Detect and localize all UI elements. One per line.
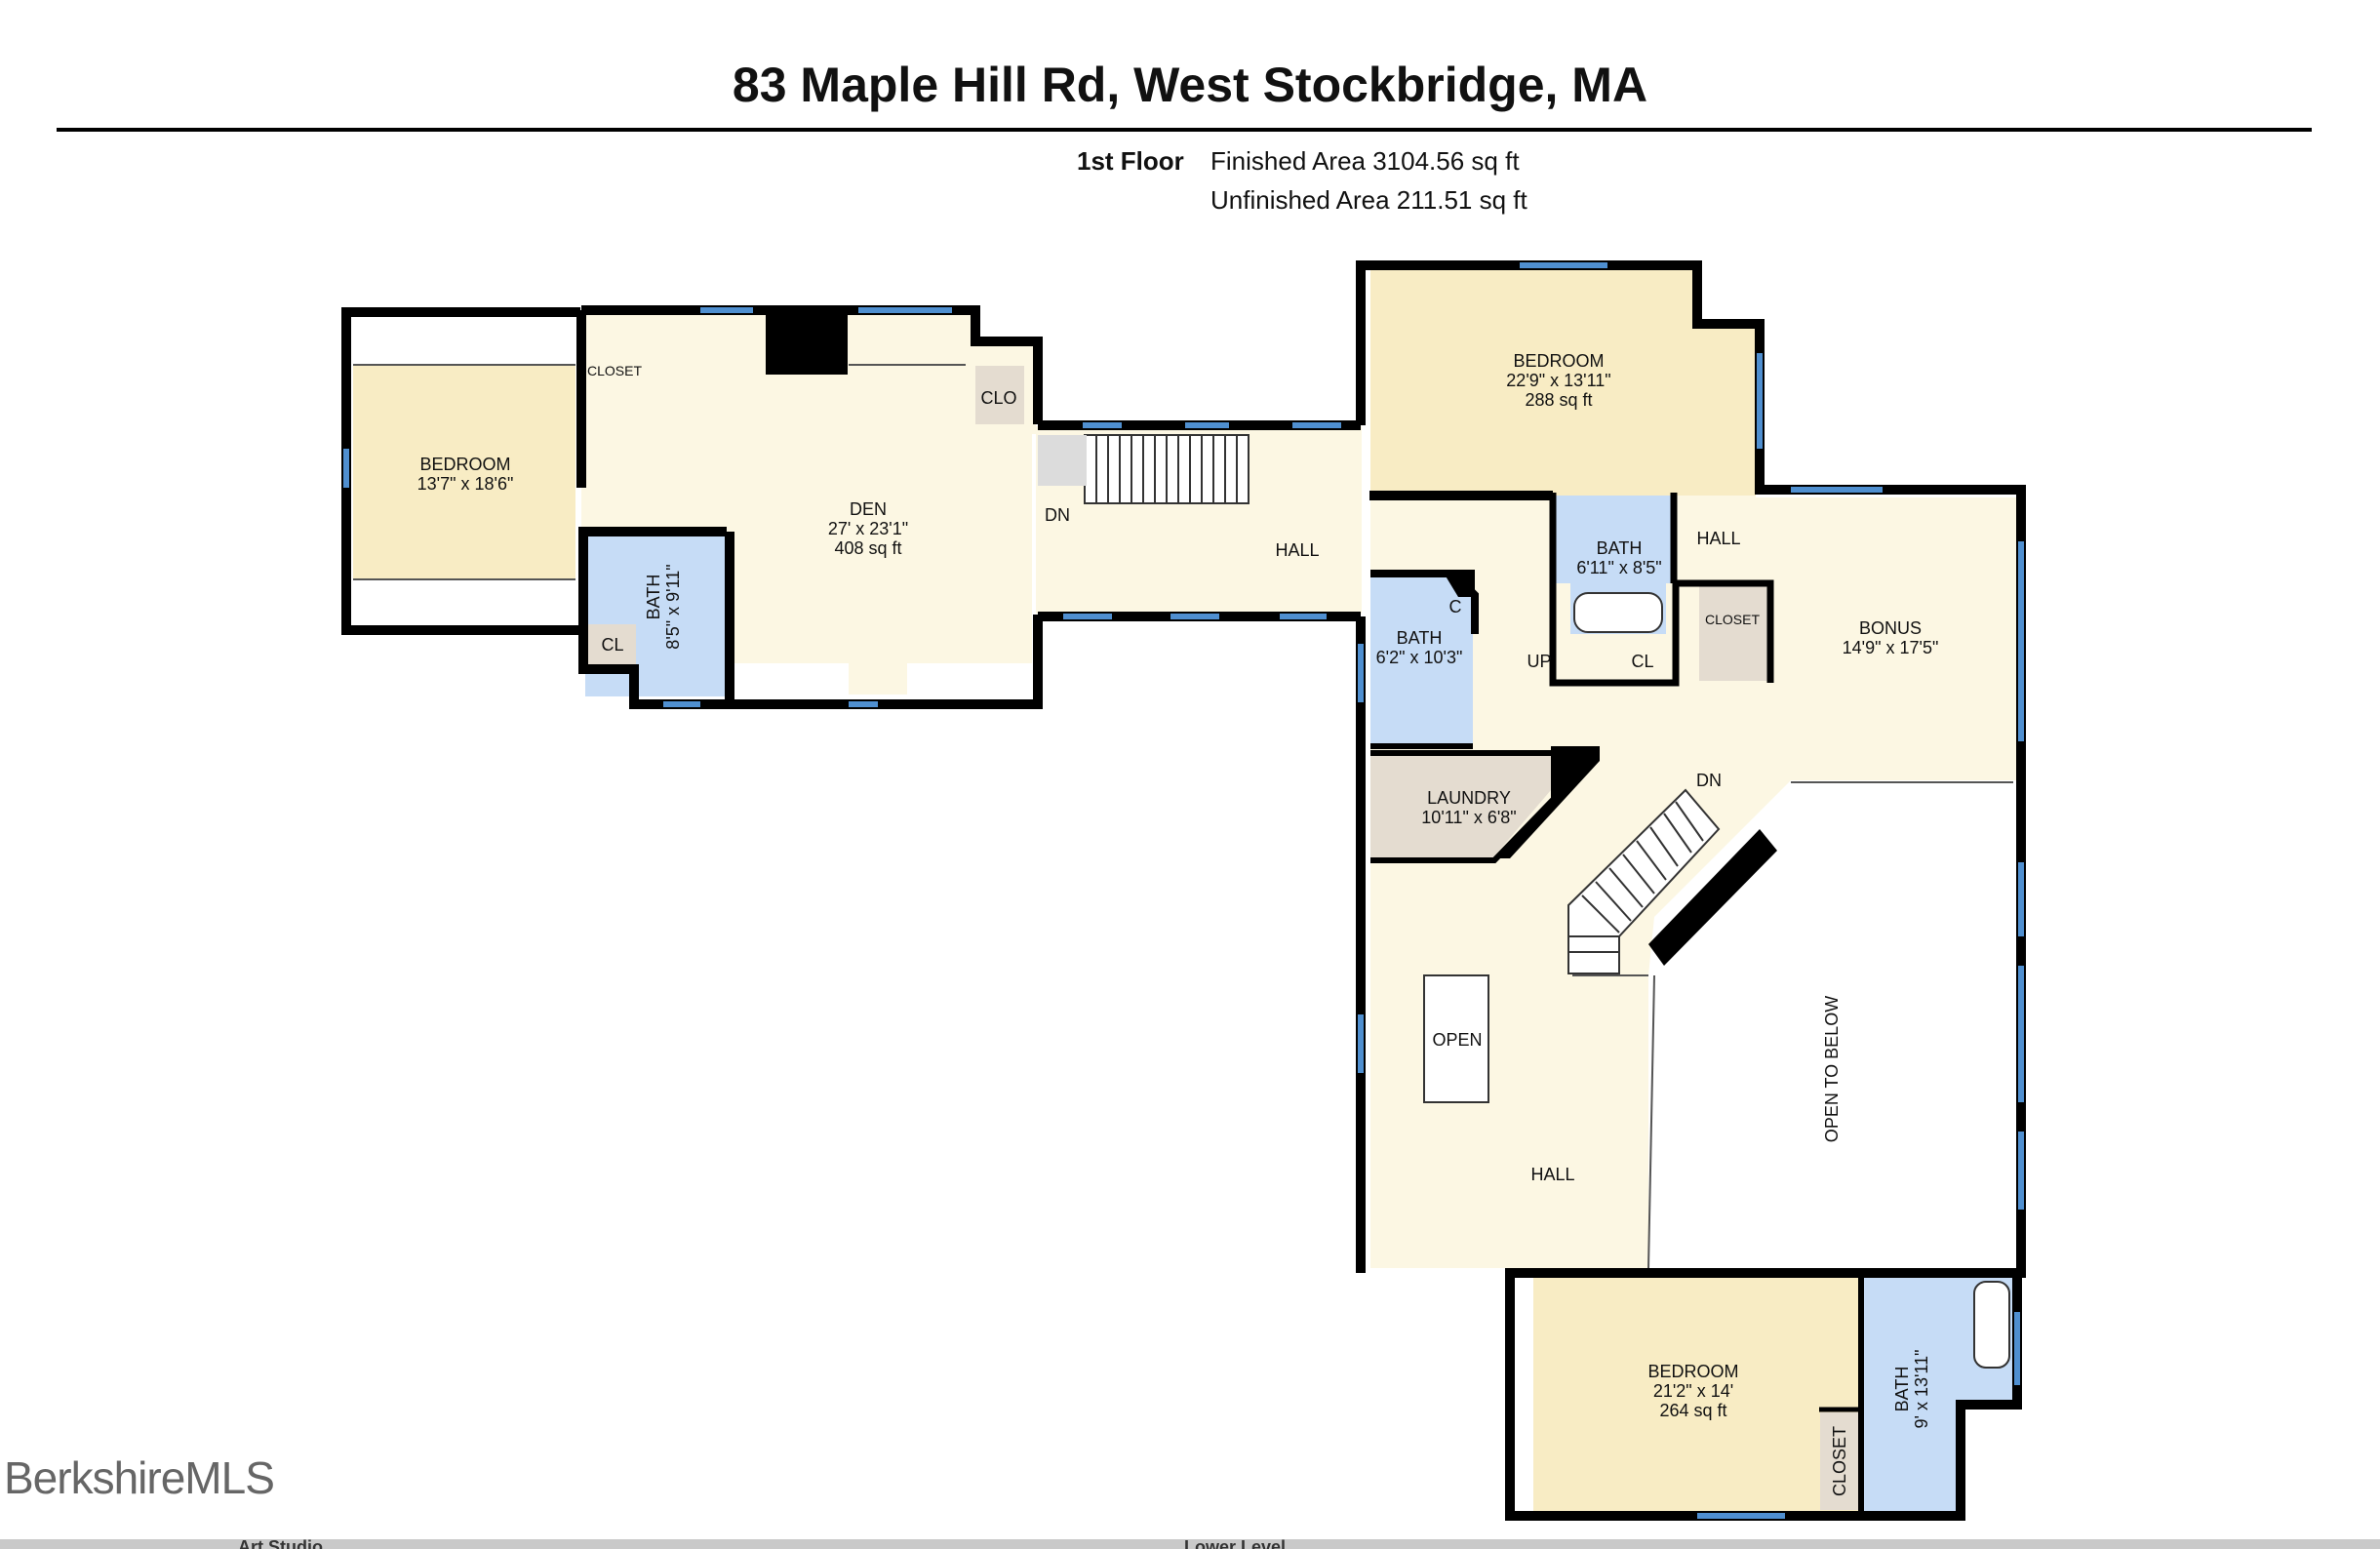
- hall-small-label: HALL: [1696, 529, 1740, 548]
- central-hall-fill: [1370, 496, 2019, 1268]
- closet-center-label: CLOSET: [1705, 612, 1760, 627]
- upper-stairs: [1084, 434, 1250, 504]
- south-tub: [1973, 1281, 2010, 1369]
- den-fill: [581, 310, 1036, 695]
- bedroom-south-area: 264 sq ft: [1659, 1401, 1726, 1420]
- bedroom-west-floor: [353, 365, 575, 579]
- bath-west-dims: 8'5" x 9'11": [663, 564, 683, 649]
- bath-center-dims: 6'11" x 8'5": [1576, 558, 1661, 577]
- den-area: 408 sq ft: [834, 538, 901, 558]
- bath-center-fill: [1553, 496, 1674, 583]
- hall-upper-label: HALL: [1275, 540, 1319, 560]
- closet-center-fill: [1699, 583, 1767, 681]
- closet-south-fill: [1820, 1412, 1861, 1510]
- cl-west-label: CL: [601, 635, 623, 655]
- interior-lines: [353, 364, 2013, 1269]
- laundry-black-wall: [1492, 746, 1600, 858]
- bath-south-dims: 9' x 13'11": [1912, 1350, 1931, 1429]
- bath-mid-black-corner: [1442, 570, 1475, 597]
- bedroom-north-dims: 22'9" x 13'11": [1506, 371, 1610, 390]
- bath-south-name: BATH: [1892, 1367, 1912, 1412]
- open-to-below-fill: [1648, 783, 2013, 1268]
- bedroom-north-area: 288 sq ft: [1525, 390, 1592, 410]
- den-dims: 27' x 23'1": [828, 519, 908, 538]
- bath-west-name: BATH: [644, 575, 663, 620]
- bedroom-south-name: BEDROOM: [1647, 1362, 1738, 1381]
- laundry-dims: 10'11" x 6'8": [1421, 808, 1516, 827]
- cl-west-fill: [585, 624, 636, 665]
- bedroom-north-name: BEDROOM: [1513, 351, 1604, 371]
- laundry-name: LAUNDRY: [1427, 788, 1511, 808]
- main-stairs: [1567, 788, 1777, 974]
- main-stair-dn: DN: [1696, 771, 1722, 790]
- finished-area: Finished Area 3104.56 sq ft: [1210, 146, 1520, 176]
- up-label: UP: [1527, 652, 1551, 671]
- laundry-fill: [1370, 751, 1551, 858]
- c-small-label: C: [1449, 597, 1462, 616]
- fireplace: [766, 308, 848, 375]
- open-to-below-label: OPEN TO BELOW: [1822, 996, 1842, 1142]
- closet-south-label: CLOSET: [1830, 1426, 1849, 1496]
- bonus-dims: 14'9" x 17'5": [1843, 638, 1939, 657]
- cl-center-label: CL: [1631, 652, 1653, 671]
- bedroom-west-name: BEDROOM: [419, 455, 510, 474]
- clo-label: CLO: [980, 388, 1016, 408]
- cut-label-left: Art Studio: [238, 1537, 323, 1549]
- bedroom-north-fill: [1370, 265, 1756, 496]
- bedroom-south-dims: 21'2" x 14': [1653, 1381, 1733, 1401]
- closet-west-label: CLOSET: [587, 363, 642, 378]
- bath-mid-fill: [1370, 576, 1473, 743]
- open-island-label: OPEN: [1432, 1030, 1482, 1050]
- open-island: [1423, 974, 1489, 1103]
- upper-stair-dn: DN: [1045, 505, 1070, 525]
- bath-mid-name: BATH: [1397, 628, 1443, 648]
- watermark-logo: BerkshireMLS: [4, 1452, 275, 1503]
- page-bottom-band: [0, 1539, 2380, 1549]
- windows: [343, 262, 2024, 1519]
- bath-center-name: BATH: [1597, 538, 1643, 558]
- cut-label-right: Lower Level: [1184, 1537, 1287, 1549]
- unfinished-area: Unfinished Area 211.51 sq ft: [1210, 185, 1527, 215]
- stair-landing: [1038, 435, 1087, 486]
- den-name: DEN: [850, 499, 887, 519]
- bedroom-west-dims: 13'7" x 18'6": [417, 474, 514, 494]
- hall-main-label: HALL: [1530, 1165, 1574, 1184]
- floor-label: 1st Floor: [1077, 146, 1184, 176]
- title-rule: [57, 128, 2312, 132]
- bath-mid-dims: 6'2" x 10'3": [1376, 648, 1463, 667]
- clo-fill: [975, 366, 1024, 424]
- bonus-name: BONUS: [1859, 618, 1922, 638]
- center-tub: [1573, 592, 1663, 633]
- plan-title: 83 Maple Hill Rd, West Stockbridge, MA: [732, 58, 1648, 112]
